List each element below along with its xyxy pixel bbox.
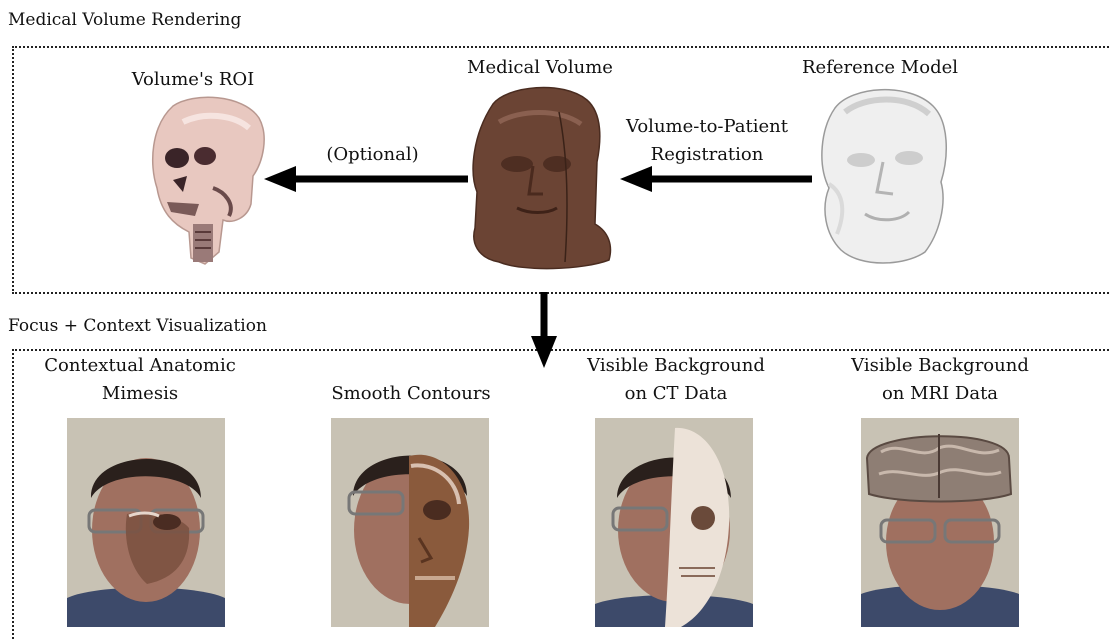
viz-2-label-line2: Smooth Contours [291, 380, 531, 408]
viz-3-label-line1: Visible Background [556, 352, 796, 380]
section-title-visualization: Focus + Context Visualization [8, 316, 267, 336]
roi-label: Volume's ROI [118, 66, 268, 94]
viz-3-ct-background-image [595, 418, 753, 627]
viz-1-label-line2: Mimesis [20, 380, 260, 408]
viz-1-label-line1: Contextual Anatomic [20, 352, 260, 380]
viz-4-label-line1: Visible Background [820, 352, 1060, 380]
viz-1-anatomic-mimesis-image [67, 418, 225, 627]
viz-2-smooth-contours-image [331, 418, 489, 627]
registration-label-line1: Volume-to-Patient [612, 113, 802, 141]
arrow-volume-to-roi [264, 162, 468, 196]
reference-label: Reference Model [790, 54, 970, 82]
medical-volume-image [463, 82, 618, 272]
viz-4-mri-background-image [861, 418, 1019, 627]
viz-3-label-line2: on CT Data [556, 380, 796, 408]
viz-4-label-line2: on MRI Data [820, 380, 1060, 408]
section-title-rendering: Medical Volume Rendering [8, 10, 241, 30]
skull-roi-image [143, 92, 268, 267]
arrow-reference-to-volume [620, 162, 812, 196]
reference-model-image [815, 84, 955, 269]
volume-label: Medical Volume [455, 54, 625, 82]
